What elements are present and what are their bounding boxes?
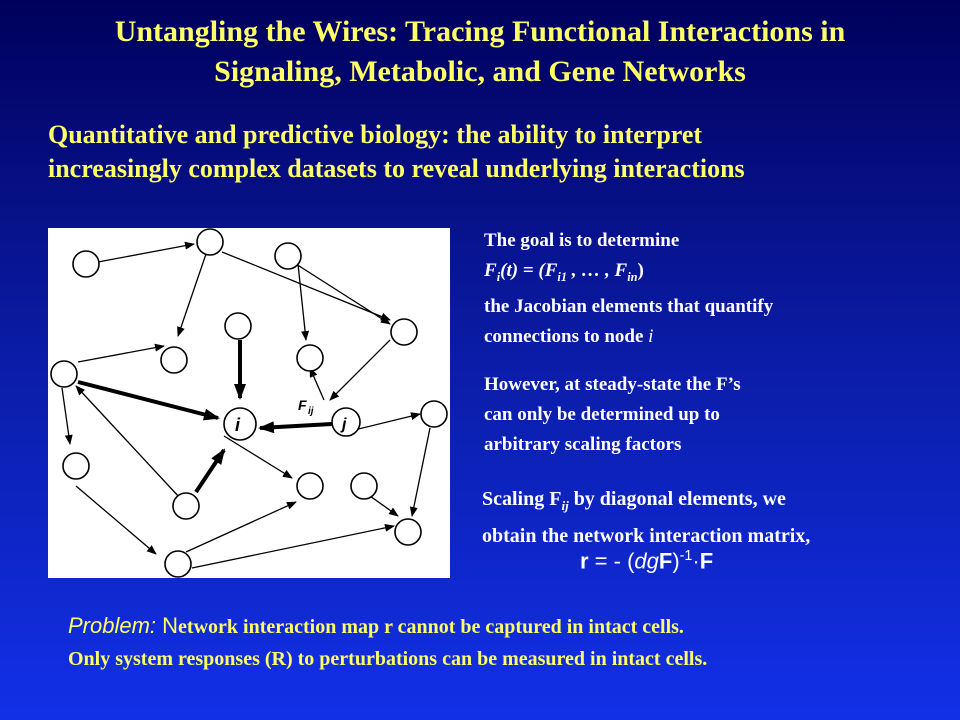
edge <box>191 523 395 569</box>
thick-edges <box>77 340 333 494</box>
steady-line-2: can only be determined up to <box>484 404 720 425</box>
network-node <box>196 228 224 256</box>
network-node <box>394 518 422 546</box>
edge <box>369 495 399 517</box>
formula-eq: = - ( <box>588 548 635 574</box>
network-node <box>390 318 418 346</box>
edge <box>297 263 310 341</box>
nodes <box>50 228 448 578</box>
node-i-label: i <box>235 415 241 435</box>
edge <box>295 263 391 325</box>
eq-sub-i1: i1 <box>557 269 567 284</box>
node-j <box>331 407 361 437</box>
network-node <box>420 400 448 428</box>
node-i <box>223 407 257 441</box>
slide-title: Untangling the Wires: Tracing Functional… <box>0 12 960 92</box>
edge <box>223 435 293 479</box>
scaling-line-2: obtain the network interaction matrix, <box>482 525 811 547</box>
formula-F1: F <box>658 548 673 574</box>
node-j-label: j <box>340 416 347 433</box>
network-node <box>50 360 78 388</box>
problem-line-1: Problem: Network interaction map r canno… <box>68 610 948 643</box>
problem-line-2: Only system responses (R) to perturbatio… <box>68 648 708 670</box>
edge-label-sub: ij <box>308 406 314 417</box>
network-node <box>72 250 100 278</box>
title-line-2: Signaling, Metabolic, and Gene Networks <box>214 55 746 88</box>
goal-line-4-node: i <box>648 325 654 347</box>
edge <box>61 387 73 445</box>
edge-label-F: F <box>298 397 307 413</box>
problem-statement: Problem: Network interaction map r canno… <box>68 610 948 675</box>
subtitle-line-1: Quantitative and predictive biology: the… <box>48 120 703 149</box>
scaling-text: Scaling Fij by diagonal elements, we obt… <box>482 484 942 551</box>
interaction-matrix-formula: r = - (dgF)-1·F <box>580 548 713 574</box>
slide-subtitle: Quantitative and predictive biology: the… <box>48 118 948 186</box>
edge <box>185 501 297 553</box>
problem-cap: N <box>162 613 179 638</box>
scaling-line-1b: by diagonal elements, we <box>568 488 786 510</box>
scaling-sub: ij <box>561 498 569 513</box>
edge-j-to-i <box>258 421 333 434</box>
goal-line-1: The goal is to determine <box>484 230 680 251</box>
steady-line-1: However, at steady-state the F’s <box>484 374 741 395</box>
network-node <box>164 550 192 578</box>
network-node <box>350 472 378 500</box>
subtitle-line-2: increasingly complex datasets to reveal … <box>48 154 745 183</box>
eq-sub-in: in <box>627 269 638 284</box>
steady-state-text: However, at steady-state the F’s can onl… <box>484 370 944 460</box>
formula-r: r <box>580 548 589 574</box>
network-node <box>172 492 200 520</box>
problem-label: Problem: <box>68 613 163 638</box>
network-node <box>296 472 324 500</box>
network-diagram: i j F ij <box>48 228 450 578</box>
scaling-line-1: Scaling Fij by diagonal elements, we <box>482 484 942 521</box>
network-node <box>62 452 90 480</box>
edge <box>75 385 181 499</box>
edge <box>409 427 431 517</box>
edge-to-i <box>77 380 220 421</box>
edge <box>75 485 157 555</box>
formula-dg: dg <box>634 548 659 574</box>
formula-F2: F <box>699 548 714 574</box>
edge <box>97 241 195 263</box>
goal-equation: Fi(t) = (Fi1 , … , Fin) <box>484 256 944 292</box>
thin-edges <box>61 241 431 569</box>
edge-to-i <box>194 448 226 494</box>
goal-line-3: the Jacobian elements that quantify <box>484 295 774 317</box>
edge <box>177 253 207 337</box>
formula-dot: · <box>692 548 700 574</box>
problem-line-1-rest: etwork interaction map r cannot be captu… <box>178 616 684 638</box>
eq-t: (t) = (F <box>500 260 558 281</box>
eq-F: F <box>484 260 497 281</box>
formula-close: ) <box>672 548 680 574</box>
network-node <box>274 242 302 270</box>
eq-mid: , … , F <box>567 260 628 281</box>
goal-line-4-text: connections to node <box>484 325 649 347</box>
edge <box>309 367 325 401</box>
network-node <box>160 346 188 374</box>
edge <box>77 343 165 363</box>
goal-line-4: connections to node i <box>484 322 944 352</box>
formula-sup: -1 <box>679 548 693 564</box>
eq-sub-i: i <box>496 269 501 284</box>
network-node <box>224 312 252 340</box>
title-line-1: Untangling the Wires: Tracing Functional… <box>114 15 846 48</box>
goal-text: The goal is to determine Fi(t) = (Fi1 , … <box>484 226 944 352</box>
scaling-line-1a: Scaling F <box>482 488 562 510</box>
network-graph-svg: i j F ij <box>50 228 448 578</box>
steady-line-3: arbitrary scaling factors <box>484 434 682 455</box>
network-node <box>296 344 324 372</box>
edge <box>329 339 391 401</box>
edge <box>221 251 391 321</box>
eq-close: ) <box>637 260 644 281</box>
